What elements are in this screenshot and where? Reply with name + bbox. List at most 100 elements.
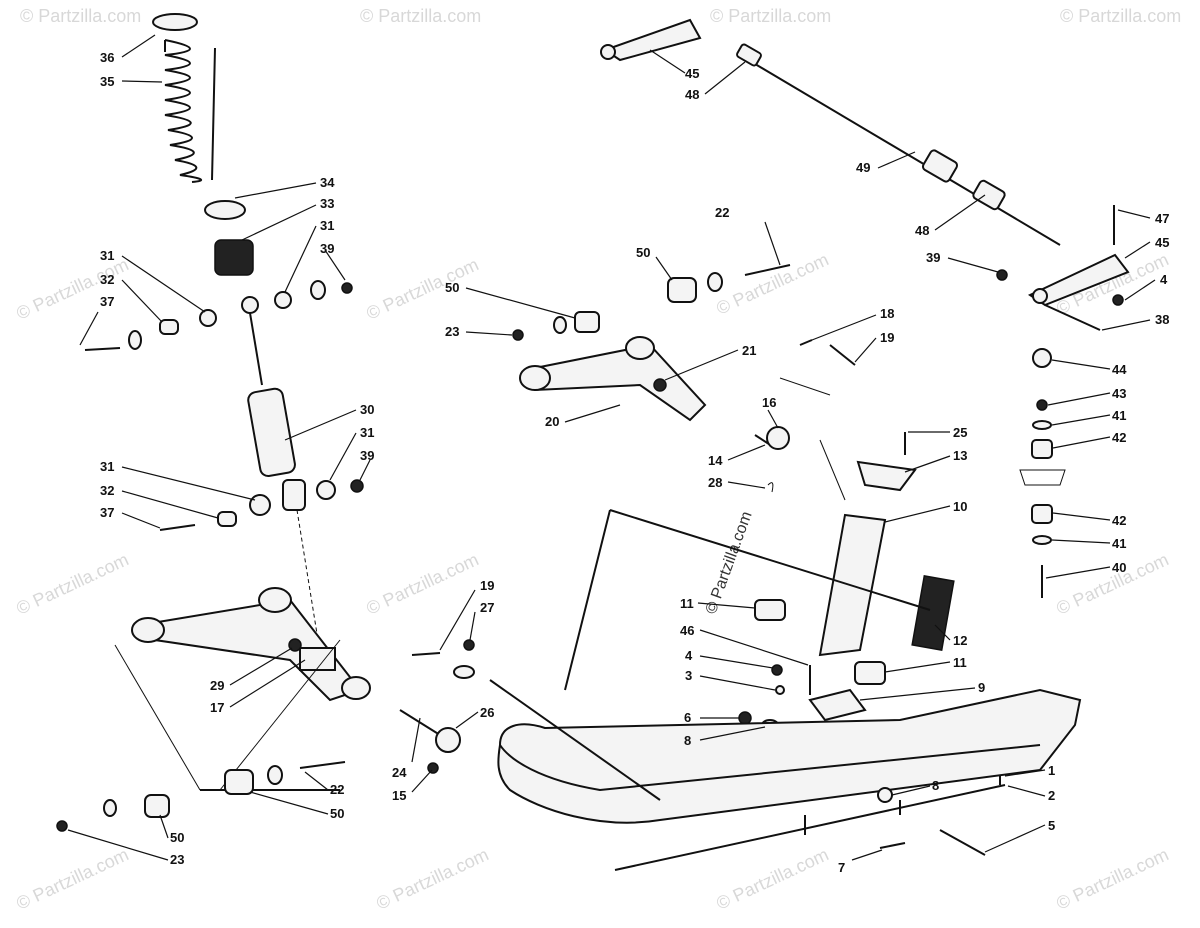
callout-label: 31 (100, 248, 206, 313)
callout-label: 4 (685, 648, 774, 669)
callout-label: 21 (664, 343, 756, 381)
bushing-part (316, 480, 336, 500)
rubber-mount-part (1031, 439, 1053, 459)
callout-text: 39 (360, 448, 374, 463)
callout-text: 28 (708, 475, 722, 490)
callout-text: 36 (100, 50, 114, 65)
callout-label: 31 (284, 218, 334, 293)
callout-label: 32 (100, 272, 163, 323)
callout-label: 41 (1051, 408, 1126, 426)
callout-label: 39 (926, 250, 999, 273)
bushing-part (854, 661, 886, 685)
callout-text: 42 (1112, 430, 1126, 445)
callout-text: 33 (320, 196, 334, 211)
nut-part (512, 329, 524, 341)
callout-text: 1 (1048, 763, 1055, 778)
callout-label: 6 (684, 710, 740, 725)
callout-text: 31 (100, 248, 114, 263)
callout-text: 41 (1112, 536, 1126, 551)
callout-text: 50 (170, 830, 184, 845)
callout-text: 44 (1112, 362, 1127, 377)
washer-part (1032, 535, 1052, 545)
callout-label: 38 (1101, 312, 1169, 331)
ski-loop-part (609, 509, 931, 611)
shock-top-eye-part (241, 296, 259, 314)
callout-layer: 36 35 34 33 31 39 31 32 37 30 31 39 31 3… (67, 34, 1169, 875)
callout-label: 23 (67, 829, 184, 867)
callout-label: 2 (1007, 785, 1055, 803)
callout-label: 36 (100, 34, 156, 65)
bump-stop-part (214, 239, 254, 276)
callout-label: 3 (685, 668, 776, 691)
callout-text: 4 (1160, 272, 1168, 287)
callout-label: 46 (680, 623, 809, 666)
adjuster-sleeve-part (921, 149, 959, 183)
shock-mount-part (299, 647, 336, 671)
sleeve-part (159, 319, 179, 335)
callout-label: 48 (685, 61, 746, 102)
callout-label: 25 (908, 425, 967, 440)
callout-label: 22 (304, 771, 344, 797)
callout-label: 32 (100, 483, 219, 519)
watermark: © Partzilla.com (713, 844, 831, 913)
callout-label: 14 (708, 444, 766, 468)
callout-text: 10 (953, 499, 967, 514)
ski-loop-part (564, 509, 611, 691)
callout-text: 8 (684, 733, 691, 748)
callout-label: 42 (1052, 512, 1126, 528)
tie-rod-part (739, 54, 1061, 246)
callout-text: 12 (953, 633, 967, 648)
callout-text: 11 (680, 596, 694, 611)
callout-label: 45 (1124, 235, 1169, 259)
spring-cap-part (152, 13, 198, 31)
callout-text: 2 (1048, 788, 1055, 803)
bushing-part (144, 794, 170, 818)
callout-label: 24 (392, 717, 421, 780)
callout-label: 19 (439, 578, 494, 651)
callout-text: 48 (915, 223, 929, 238)
callout-text: 29 (210, 678, 224, 693)
washer-part (267, 765, 283, 785)
nut-part (1036, 399, 1048, 411)
nut-part (56, 820, 68, 832)
nut-part (653, 378, 667, 392)
callout-label: 48 (915, 194, 986, 238)
callout-label: 20 (545, 404, 621, 429)
watermark: © Partzilla.com (1053, 844, 1171, 913)
a-arm-part (523, 343, 707, 422)
callout-label: 18 (811, 306, 894, 341)
pin-part (829, 344, 856, 366)
rubber-mount-part (1031, 504, 1053, 524)
callout-text: 31 (320, 218, 334, 233)
callout-text: 7 (838, 860, 845, 875)
callout-text: 3 (685, 668, 692, 683)
nut-part (341, 282, 353, 294)
callout-label: 11 (680, 596, 756, 611)
bolt-part (299, 761, 346, 769)
cotter-pin-part (767, 482, 774, 493)
watermark: © Partzilla.com (363, 254, 481, 323)
washer-part (553, 316, 567, 334)
callout-text: 31 (360, 425, 374, 440)
callout-text: 25 (953, 425, 967, 440)
callout-text: 8 (932, 778, 939, 793)
upper-a-arm (512, 264, 856, 493)
spindle-and-ski (489, 432, 1082, 871)
callout-label: 33 (241, 196, 334, 241)
a-arm-pivot-part (625, 336, 655, 360)
callout-label: 50 (445, 280, 576, 319)
bolt-part (159, 524, 196, 531)
callout-label: 31 (100, 459, 256, 501)
spring-clip-part (779, 377, 831, 396)
callout-label: 42 (1052, 430, 1126, 449)
watermark: © Partzilla.com (13, 254, 131, 323)
washer-part (310, 280, 326, 300)
callout-text: 38 (1155, 312, 1169, 327)
spindle-cap-part (856, 460, 917, 492)
watermark: © Partzilla.com (710, 6, 831, 26)
watermark: © Partzilla.com (360, 6, 481, 26)
callout-label: 28 (708, 475, 766, 490)
lower-a-arm (56, 587, 475, 832)
callout-label: 31 (329, 425, 374, 481)
sleeve-part (217, 511, 237, 527)
